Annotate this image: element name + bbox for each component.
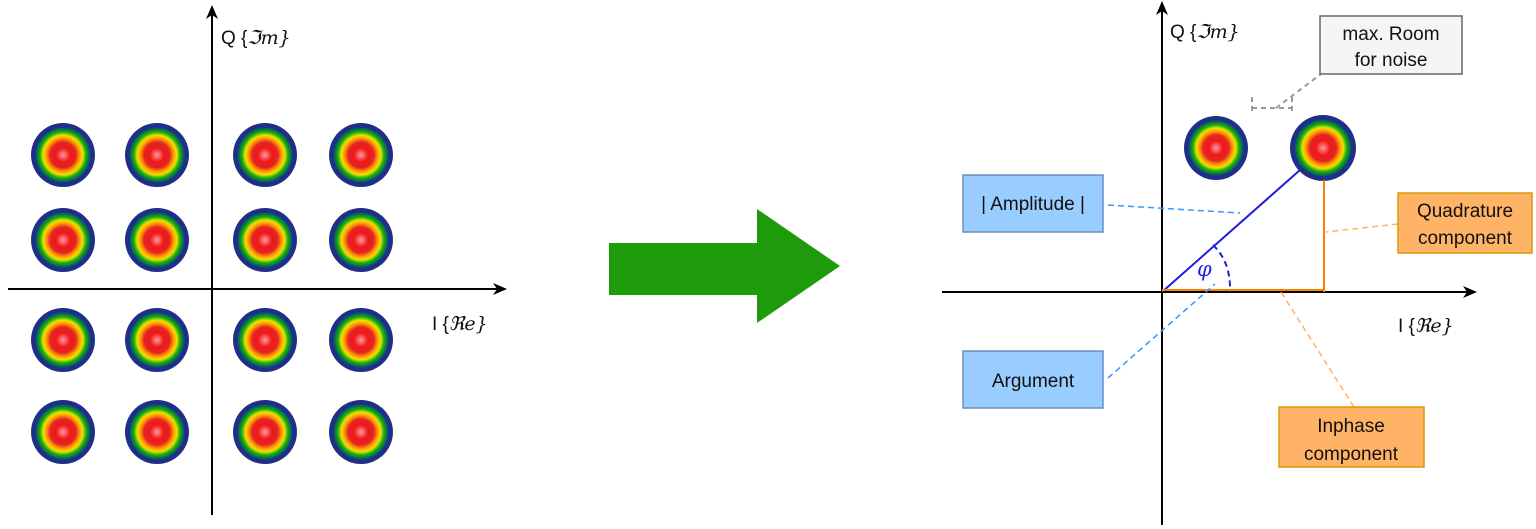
left-i-axis-label: I {ℜe} [432, 313, 488, 335]
quadrature-callout [1325, 223, 1399, 233]
left-constellation-point-9 [31, 308, 95, 372]
amplitude-vector [1161, 169, 1301, 293]
transform-arrow [609, 209, 840, 323]
left-constellation-point-16 [329, 400, 393, 464]
inphase-callout [1280, 291, 1355, 408]
max-room-for-noise-box: max. Room for noise [1319, 15, 1463, 75]
left-constellation-point-8 [329, 208, 393, 272]
left-constellation-point-10 [125, 308, 189, 372]
left-constellation-point-15 [233, 400, 297, 464]
left-constellation-point-12 [329, 308, 393, 372]
argument-box: Argument [962, 350, 1104, 409]
phase-angle-arc [1212, 244, 1232, 293]
left-constellation-points [31, 123, 393, 464]
quadrature-component-box: Quadrature component [1397, 192, 1533, 254]
svg-text:Argument: Argument [992, 371, 1075, 392]
svg-text:Quadrature: Quadrature [1417, 201, 1513, 222]
svg-text:for noise: for noise [1355, 50, 1428, 71]
amplitude-callout [1107, 204, 1241, 214]
svg-text:| Amplitude |: | Amplitude | [981, 194, 1085, 215]
left-constellation-point-7 [233, 208, 297, 272]
phase-symbol: φ [1197, 257, 1212, 281]
right-constellation-point-2 [1290, 115, 1356, 181]
right-i-axis-label: I {ℜe} [1398, 315, 1454, 337]
svg-text:component: component [1418, 228, 1513, 249]
svg-text:max. Room: max. Room [1342, 24, 1439, 45]
right-constellation-diagram: Q {ℑm} I {ℜe} φ max. Room [942, 1, 1533, 525]
left-constellation-point-5 [31, 208, 95, 272]
left-q-axis-label: Q {ℑm} [221, 27, 291, 49]
left-constellation-point-11 [233, 308, 297, 372]
left-constellation-point-2 [125, 123, 189, 187]
left-constellation-point-6 [125, 208, 189, 272]
left-constellation-point-13 [31, 400, 95, 464]
amplitude-box: | Amplitude | [962, 174, 1104, 233]
inphase-component-box: Inphase component [1278, 406, 1425, 468]
left-constellation-diagram: Q {ℑm} I {ℜe} [8, 5, 507, 515]
left-constellation-point-3 [233, 123, 297, 187]
left-constellation-point-4 [329, 123, 393, 187]
argument-callout [1107, 283, 1216, 379]
left-constellation-point-1 [31, 123, 95, 187]
noise-room-bracket [1251, 73, 1322, 114]
right-constellation-point-1 [1184, 116, 1248, 180]
left-constellation-point-14 [125, 400, 189, 464]
right-q-axis-label: Q {ℑm} [1170, 21, 1240, 43]
svg-text:component: component [1304, 444, 1399, 465]
svg-text:Inphase: Inphase [1317, 416, 1385, 437]
